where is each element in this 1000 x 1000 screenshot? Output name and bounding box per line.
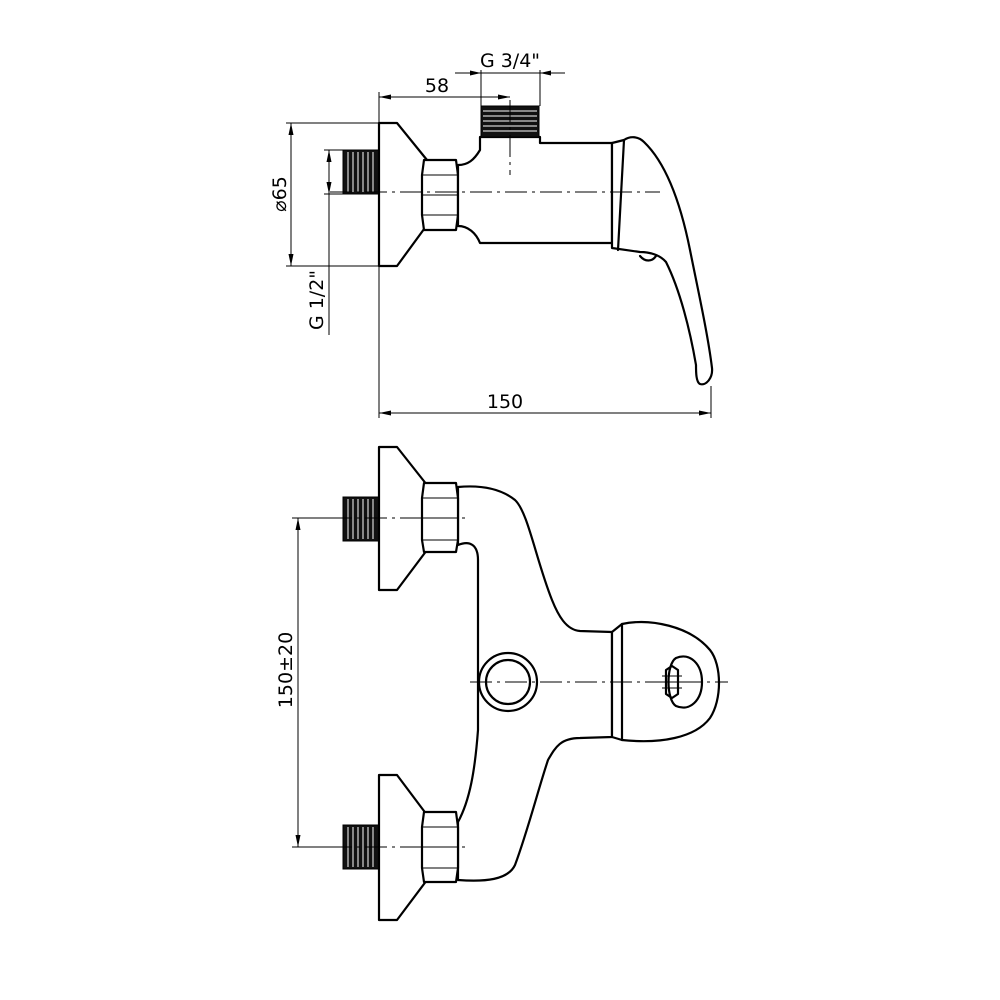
side-view [330, 100, 714, 386]
side-cap-edge [616, 138, 626, 252]
dim-flange-diameter-label: ⌀65 [269, 176, 291, 212]
svg-text:⌀65: ⌀65 [269, 176, 291, 212]
side-view-dimensions: G 3/4" 58 ⌀65 G 1/2" 150 [269, 50, 712, 418]
side-wall-flange [377, 121, 429, 268]
front-view [330, 445, 728, 922]
side-lever-handle [610, 136, 714, 386]
front-lever-indicator [664, 664, 680, 700]
dim-thread-inlet-label: G 1/2" [306, 270, 328, 330]
dim-outlet-offset: 58 [425, 75, 449, 97]
dim-inlet-spacing-label: 150±20 [275, 632, 297, 708]
front-view-dimensions: 150±20 [275, 517, 343, 848]
dim-thread-outlet: G 3/4" [480, 50, 540, 72]
dim-inlet-spacing: 150±20 [275, 632, 297, 708]
side-body [456, 135, 614, 245]
side-inlet-thread-lines [347, 152, 374, 192]
dim-overall-depth: 150 [487, 391, 523, 413]
dim-thread-inlet: G 1/2" [306, 270, 328, 330]
dim-flange-diameter: 65 [269, 176, 291, 200]
diameter-symbol: ⌀ [269, 200, 291, 211]
side-lever-pivot [638, 254, 658, 262]
